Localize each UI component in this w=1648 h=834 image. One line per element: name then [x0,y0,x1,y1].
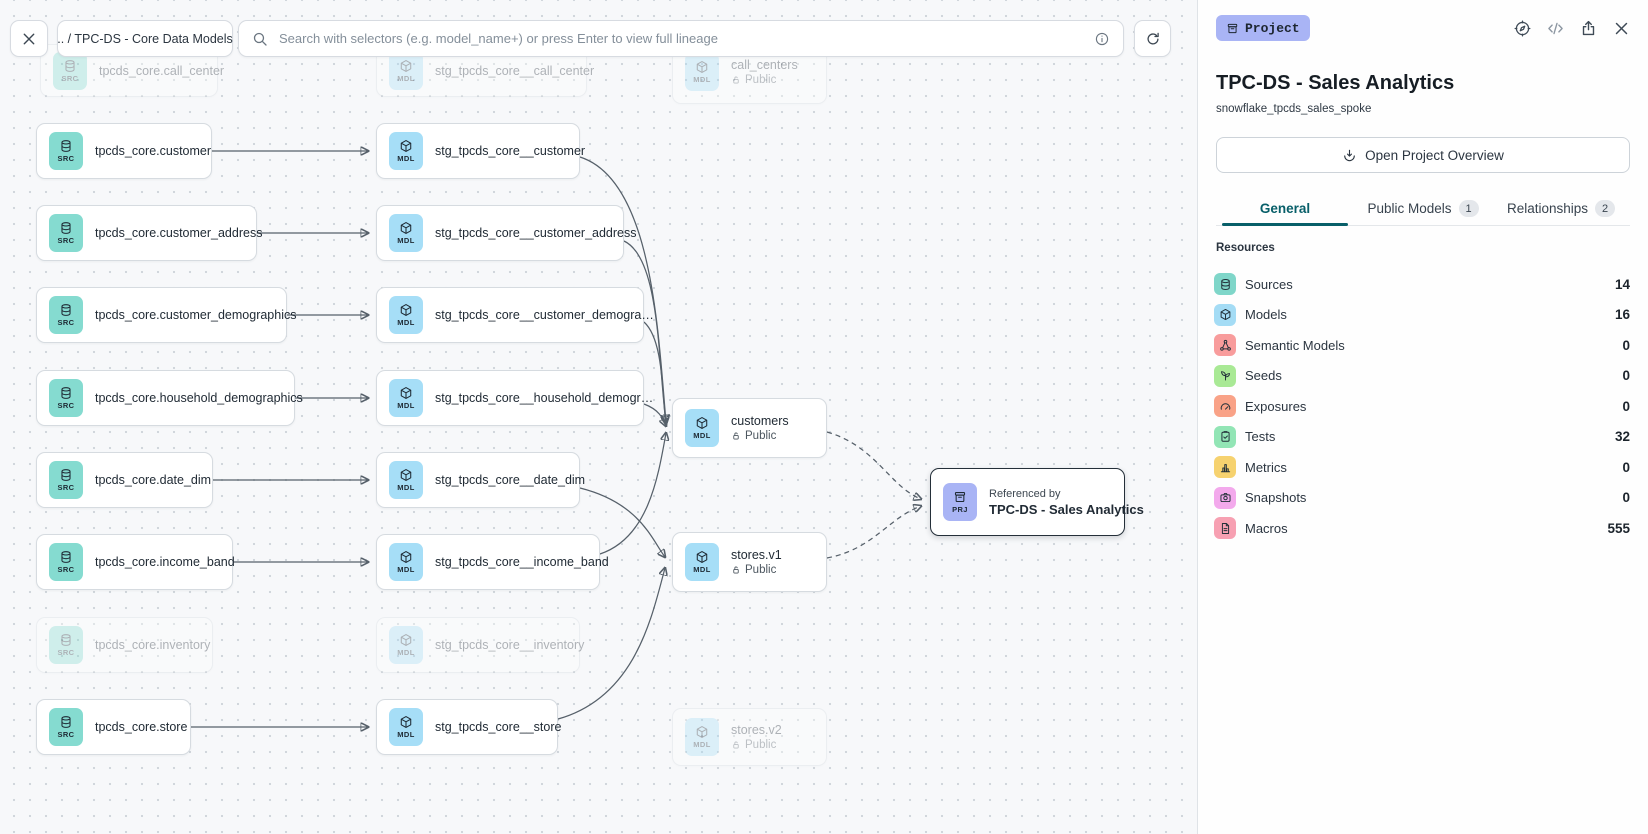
search-input[interactable] [277,30,1085,47]
node-stg-inventory[interactable]: MDL stg_tpcds_core__inventory [376,617,584,673]
resources-heading: Resources [1216,242,1275,254]
explore-lineage-icon[interactable] [1511,17,1533,39]
source-icon: SRC [49,214,83,252]
resource-row-metrics[interactable]: Metrics 0 [1214,452,1630,483]
semantic-graph-icon [1214,334,1236,357]
edge-stg-income-customers [599,433,666,555]
source-icon: SRC [49,296,83,334]
public-access-label: Public [731,739,782,751]
model-icon: MDL [389,708,423,746]
node-stg-store[interactable]: MDL stg_tpcds_core__store [376,699,561,755]
tab-count-badge: 2 [1595,200,1616,217]
project-icon: PRJ [943,483,977,521]
model-icon: MDL [389,214,423,252]
public-access-label: Public [731,74,798,86]
code-icon[interactable] [1544,17,1566,39]
source-icon: SRC [53,51,87,90]
project-type-badge: Project [1216,15,1310,41]
search-icon [252,31,268,47]
public-access-label: Public [731,564,782,576]
model-icon: MDL [685,409,719,447]
model-icon: MDL [685,718,719,756]
node-src-household-demographics[interactable]: SRC tpcds_core.household_demographics [36,370,303,426]
source-icon: SRC [49,708,83,746]
edge-stg-cust-demo-customers [643,321,666,424]
model-icon: MDL [685,543,719,581]
breadcrumb[interactable]: .. / TPC-DS - Core Data Models [57,20,233,57]
source-icon: SRC [49,626,83,664]
tab-relationships[interactable]: Relationships 2 [1492,192,1630,225]
share-icon[interactable] [1577,17,1599,39]
source-icon: SRC [49,379,83,417]
resource-row-macros[interactable]: Macros 555 [1214,513,1630,544]
model-icon: MDL [389,543,423,581]
page-title: TPC-DS - Sales Analytics [1216,72,1455,94]
cube-icon [1214,303,1236,326]
tab-count-badge: 1 [1458,200,1479,217]
project-identifier: snowflake_tpcds_sales_spoke [1216,103,1372,115]
camera-icon [1214,486,1236,509]
model-icon: MDL [389,379,423,417]
lineage-search-bar[interactable] [238,20,1124,57]
public-access-label: Public [731,430,789,442]
edge-stg-hh-demo-customers [643,403,666,426]
node-stores-v2[interactable]: MDL stores.v2 Public [672,708,827,766]
close-panel-icon[interactable] [1610,17,1632,39]
resource-row-models[interactable]: Models 16 [1214,300,1630,331]
source-icon: SRC [49,461,83,499]
gauge-icon [1214,395,1236,418]
node-src-income-band[interactable]: SRC tpcds_core.income_band [36,534,235,590]
refresh-lineage-button[interactable] [1134,20,1171,57]
node-stg-customer[interactable]: MDL stg_tpcds_core__customer [376,123,585,179]
project-details-panel: Project TPC-DS - Sales Analytics snowfla… [1197,0,1648,834]
node-stg-customer-address[interactable]: MDL stg_tpcds_core__customer_address [376,205,637,261]
node-stg-income-band[interactable]: MDL stg_tpcds_core__income_band [376,534,609,590]
model-icon: MDL [389,626,423,664]
node-stg-household-demographics[interactable]: MDL stg_tpcds_core__household_demogr… [376,370,653,426]
bar-chart-icon [1214,456,1236,479]
node-stg-customer-demographics[interactable]: MDL stg_tpcds_core__customer_demogra… [376,287,654,343]
resource-row-tests[interactable]: Tests 32 [1214,422,1630,453]
database-icon [1214,273,1236,296]
node-stores-v1[interactable]: MDL stores.v1 Public [672,532,827,592]
model-icon: MDL [389,132,423,170]
node-src-customer-address[interactable]: SRC tpcds_core.customer_address [36,205,262,261]
model-icon: MDL [389,51,423,90]
resource-row-snapshots[interactable]: Snapshots 0 [1214,483,1630,514]
lineage-canvas[interactable]: SRC tpcds_core.call_center MDL stg_tpcds… [0,0,1197,834]
project-icon [1226,22,1239,35]
node-src-date-dim[interactable]: SRC tpcds_core.date_dim [36,452,213,508]
resources-list: Sources 14 Models 16 Semantic Models 0 S… [1214,269,1630,544]
node-src-customer[interactable]: SRC tpcds_core.customer [36,123,212,179]
node-src-customer-demographics[interactable]: SRC tpcds_core.customer_demographics [36,287,297,343]
model-icon: MDL [389,296,423,334]
open-project-overview-button[interactable]: Open Project Overview [1216,137,1630,173]
resource-row-exposures[interactable]: Exposures 0 [1214,391,1630,422]
model-icon: MDL [685,53,719,91]
panel-tabs: General Public Models 1 Relationships 2 [1216,192,1630,226]
clipboard-check-icon [1214,425,1236,448]
edge-stores-project [826,506,921,559]
node-src-store[interactable]: SRC tpcds_core.store [36,699,191,755]
resource-row-seeds[interactable]: Seeds 0 [1214,361,1630,392]
close-lineage-button[interactable] [10,20,48,57]
open-overview-icon [1342,148,1357,163]
node-stg-date-dim[interactable]: MDL stg_tpcds_core__date_dim [376,452,585,508]
resource-row-semantic-models[interactable]: Semantic Models 0 [1214,330,1630,361]
document-icon [1214,517,1236,540]
node-project-referenced-by[interactable]: PRJ Referenced by TPC-DS - Sales Analyti… [930,468,1144,536]
resource-row-sources[interactable]: Sources 14 [1214,269,1630,300]
node-customers[interactable]: MDL customers Public [672,398,827,458]
tab-public-models[interactable]: Public Models 1 [1354,192,1492,225]
node-src-inventory[interactable]: SRC tpcds_core.inventory [36,617,213,673]
source-icon: SRC [49,543,83,581]
seedling-icon [1214,364,1236,387]
tab-general[interactable]: General [1216,192,1354,226]
info-icon[interactable] [1094,31,1110,47]
edge-customers-project [826,431,921,499]
model-icon: MDL [389,461,423,499]
source-icon: SRC [49,132,83,170]
